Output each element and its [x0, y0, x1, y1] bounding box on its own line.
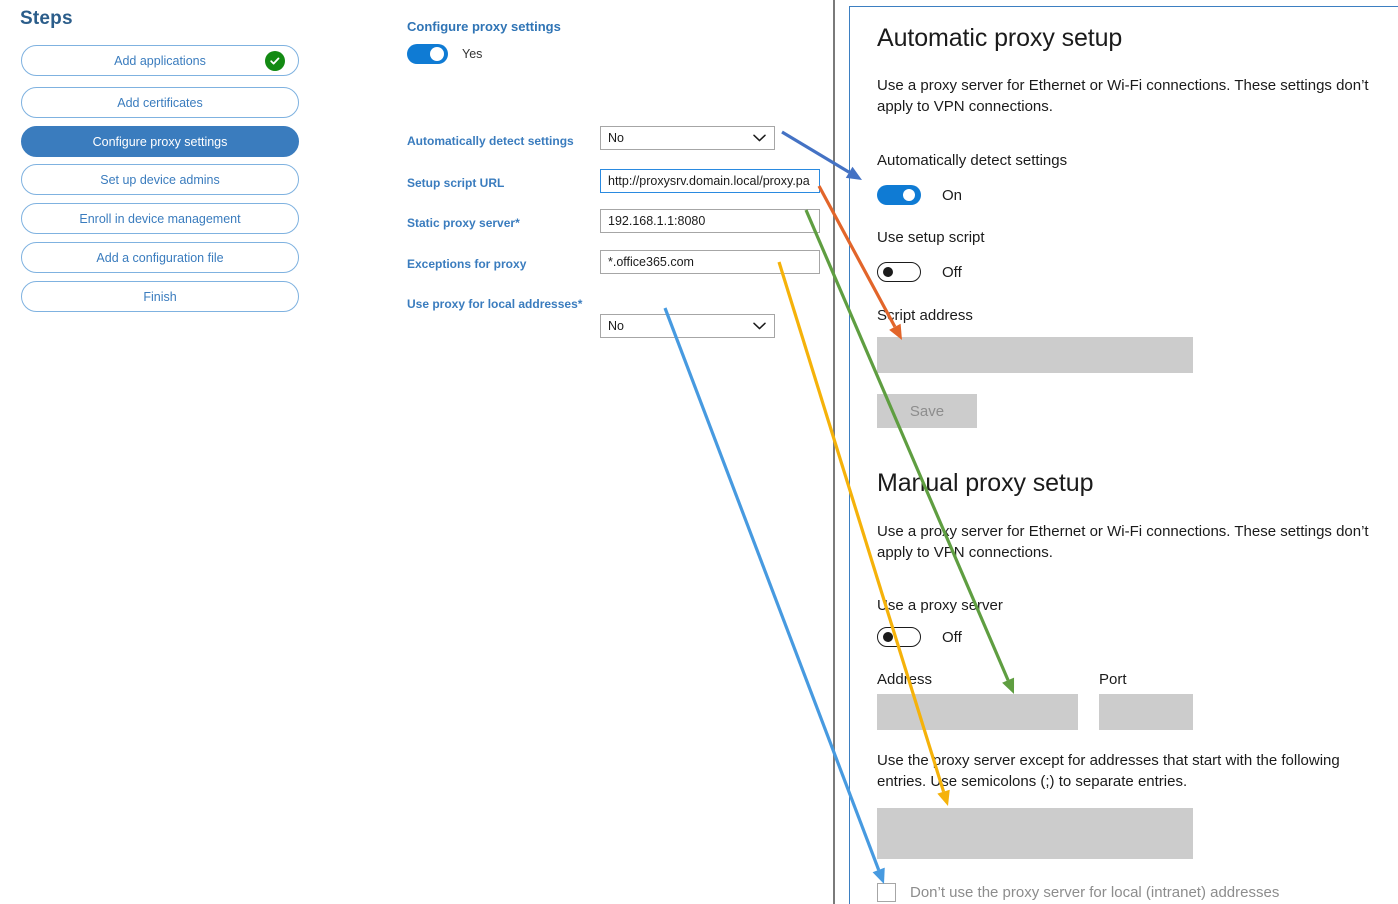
check-circle-icon — [265, 50, 285, 71]
use-setup-script-toggle-row[interactable]: Off — [877, 262, 962, 282]
toggle-knob — [883, 267, 893, 277]
windows-proxy-settings-panel: Automatic proxy setup Use a proxy server… — [849, 6, 1398, 904]
step-label: Enroll in device management — [79, 211, 241, 226]
steps-title: Steps — [20, 8, 73, 29]
address-label: Address — [877, 671, 933, 688]
port-label: Port — [1099, 671, 1127, 688]
use-setup-script-toggle[interactable] — [877, 262, 921, 282]
port-input[interactable] — [1099, 694, 1193, 730]
manual-proxy-setup-description: Use a proxy server for Ethernet or Wi-Fi… — [877, 523, 1369, 561]
step-label: Finish — [143, 289, 177, 304]
configure-proxy-toggle[interactable] — [407, 44, 448, 64]
configure-proxy-toggle-row[interactable]: Yes — [407, 44, 482, 64]
step-item-set-up-device-admins[interactable]: Set up device admins — [21, 164, 299, 195]
automatically-detect-settings-label: Automatically detect settings — [877, 152, 1068, 169]
automatic-proxy-setup-heading: Automatic proxy setup — [877, 24, 1123, 52]
select-value: No — [608, 319, 624, 333]
step-label: Set up device admins — [100, 172, 220, 187]
select-value: No — [608, 131, 624, 145]
use-a-proxy-server-label: Use a proxy server — [877, 597, 1003, 614]
use-a-proxy-server-toggle-row[interactable]: Off — [877, 627, 962, 647]
bypass-local-addresses-label: Don’t use the proxy server for local (in… — [910, 884, 1280, 901]
proxy-form-panel: Configure proxy settings Yes Automatical… — [333, 0, 833, 904]
chevron-down-icon — [753, 127, 766, 149]
configure-proxy-toggle-label: Yes — [462, 47, 483, 61]
automatically-detect-settings-value: On — [942, 186, 963, 204]
use-a-proxy-server-value: Off — [942, 628, 962, 646]
step-item-configure-proxy-settings[interactable]: Configure proxy settings — [21, 126, 299, 157]
label-use-proxy-for-local-addresses: Use proxy for local addresses* — [407, 297, 583, 311]
save-button[interactable]: Save — [877, 394, 977, 428]
input-setup-script-url[interactable]: http://proxysrv.domain.local/proxy.pa — [600, 169, 820, 193]
toggle-knob — [903, 189, 915, 201]
automatically-detect-settings-toggle-row[interactable]: On — [877, 185, 962, 205]
bypass-local-addresses-row[interactable]: Don’t use the proxy server for local (in… — [877, 883, 1279, 902]
manual-proxy-setup-heading: Manual proxy setup — [877, 469, 1094, 497]
use-setup-script-label: Use setup script — [877, 229, 985, 246]
step-item-add-a-configuration-file[interactable]: Add a configuration file — [21, 242, 299, 273]
exceptions-description: Use the proxy server except for addresse… — [877, 752, 1340, 790]
step-label: Configure proxy settings — [92, 134, 228, 149]
use-setup-script-value: Off — [942, 263, 962, 281]
exceptions-input[interactable] — [877, 808, 1193, 859]
steps-panel: Steps Add applications Add certificates … — [0, 0, 333, 904]
step-item-add-certificates[interactable]: Add certificates — [21, 87, 299, 118]
step-label: Add a configuration file — [96, 250, 224, 265]
chevron-down-icon — [753, 315, 766, 337]
panel-divider — [833, 0, 835, 904]
step-item-add-applications[interactable]: Add applications — [21, 45, 299, 76]
step-label: Add applications — [114, 53, 206, 68]
address-input[interactable] — [877, 694, 1078, 730]
toggle-knob — [430, 47, 444, 61]
automatically-detect-settings-toggle[interactable] — [877, 185, 921, 205]
bypass-local-addresses-checkbox[interactable] — [877, 883, 896, 902]
input-static-proxy-server[interactable]: 192.168.1.1:8080 — [600, 209, 820, 233]
select-automatically-detect-settings[interactable]: No — [600, 126, 775, 150]
use-a-proxy-server-toggle[interactable] — [877, 627, 921, 647]
label-exceptions-for-proxy: Exceptions for proxy — [407, 257, 527, 271]
toggle-knob — [883, 632, 893, 642]
label-automatically-detect-settings: Automatically detect settings — [407, 134, 574, 148]
step-label: Add certificates — [117, 95, 203, 110]
step-item-finish[interactable]: Finish — [21, 281, 299, 312]
script-address-input[interactable] — [877, 337, 1193, 373]
step-item-enroll-in-device-management[interactable]: Enroll in device management — [21, 203, 299, 234]
form-heading: Configure proxy settings — [407, 19, 561, 34]
script-address-label: Script address — [877, 307, 973, 324]
input-exceptions-for-proxy[interactable]: *.office365.com — [600, 250, 820, 274]
label-setup-script-url: Setup script URL — [407, 176, 505, 190]
label-static-proxy-server: Static proxy server* — [407, 216, 520, 230]
select-use-proxy-for-local-addresses[interactable]: No — [600, 314, 775, 338]
automatic-proxy-setup-description: Use a proxy server for Ethernet or Wi-Fi… — [877, 77, 1369, 115]
